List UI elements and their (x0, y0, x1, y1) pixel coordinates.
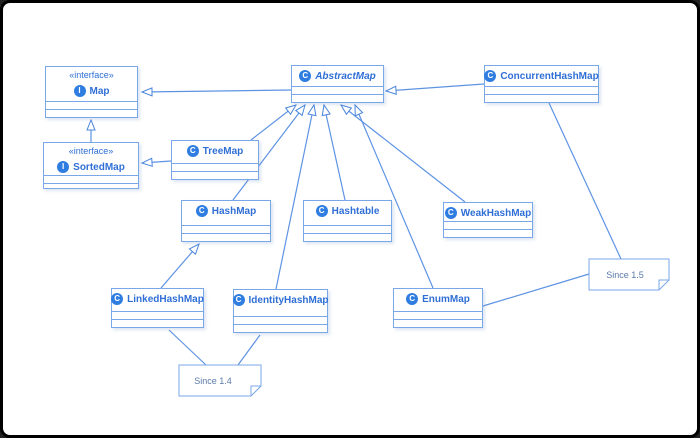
class-icon: C (232, 294, 245, 306)
class-icon: C (186, 145, 199, 157)
attributes-compartment (304, 225, 391, 233)
class-icon: C (444, 207, 457, 219)
class-icon: C (484, 70, 497, 82)
methods-compartment (172, 171, 258, 179)
class-box-hashtable: C Hashtable (303, 200, 392, 242)
note-since-15-text: Since 1.5 (606, 270, 644, 280)
methods-compartment (44, 183, 138, 191)
class-icon: C (406, 293, 419, 305)
attributes-compartment (292, 86, 383, 94)
attributes-compartment (112, 311, 203, 319)
stereotype-label: «interface» (68, 146, 114, 156)
class-name-treemap: TreeMap (202, 145, 244, 157)
methods-compartment (485, 94, 598, 102)
attributes-compartment (394, 311, 482, 319)
attributes-compartment (172, 163, 258, 171)
class-icon: C (315, 205, 328, 217)
class-name-concurrenthashmap: ConcurrentHashMap (500, 70, 599, 82)
class-box-linkedhashmap: C LinkedHashMap (111, 288, 204, 328)
class-name-hashmap: HashMap (211, 205, 257, 217)
edge-concurrenthashmap-to-note15 (548, 102, 622, 260)
note-since-14-text: Since 1.4 (194, 376, 232, 386)
attributes-compartment (444, 221, 532, 229)
edge-hashtable-to-abstractmap (324, 105, 346, 201)
class-box-hashmap: C HashMap (181, 200, 271, 242)
note-since-14: Since 1.4 (178, 364, 262, 397)
class-box-weakhashmap: C WeakHashMap (443, 202, 533, 238)
class-name-weakhashmap: WeakHashMap (460, 207, 532, 219)
edge-treemap-to-sortedmap (142, 161, 172, 163)
class-name-map: Map (89, 85, 110, 97)
edge-abstractmap-to-map (142, 90, 292, 92)
edge-note14-to-identityhashmap (237, 334, 261, 366)
methods-compartment (394, 319, 482, 327)
methods-compartment (112, 319, 203, 327)
attributes-compartment (485, 86, 598, 94)
interface-icon: I (57, 161, 70, 173)
class-box-sortedmap: «interface» I SortedMap (43, 142, 139, 189)
class-name-enummap: EnumMap (422, 293, 470, 305)
class-name-hashtable: Hashtable (331, 205, 380, 217)
interface-icon: I (73, 85, 86, 97)
class-icon: C (299, 70, 312, 82)
class-name-identityhashmap: IdentityHashMap (248, 294, 329, 306)
class-box-enummap: C EnumMap (393, 288, 483, 328)
class-box-map: «interface» I Map (45, 66, 138, 118)
class-icon: C (111, 293, 124, 305)
edge-linkedhashmap-to-hashmap (160, 244, 199, 289)
edge-note14-to-linkedhashmap (168, 329, 207, 366)
methods-compartment (304, 233, 391, 241)
edge-treemap-to-abstractmap (250, 105, 296, 141)
edge-identityhashmap-to-abstractmap (275, 105, 314, 290)
note-since-15: Since 1.5 (588, 258, 670, 291)
edge-weakhashmap-to-abstractmap (341, 105, 466, 203)
class-name-sortedmap: SortedMap (73, 161, 125, 173)
class-box-concurrenthashmap: C ConcurrentHashMap (484, 65, 599, 103)
diagram-edges-layer: Since 1.5 Since 1.4 (3, 83, 670, 397)
methods-compartment (182, 233, 270, 241)
methods-compartment (46, 109, 137, 117)
class-box-abstractmap: C AbstractMap (291, 65, 384, 103)
attributes-compartment (182, 225, 270, 233)
methods-compartment (292, 94, 383, 102)
attributes-compartment (46, 101, 137, 109)
edge-enummap-to-note15 (482, 273, 590, 307)
stereotype-label: «interface» (69, 70, 114, 80)
methods-compartment (234, 324, 327, 332)
class-box-treemap: C TreeMap (171, 140, 259, 180)
class-name-abstractmap: AbstractMap (315, 70, 376, 82)
edge-concurrenthashmap-to-abstractmap (386, 83, 485, 91)
class-box-identityhashmap: C IdentityHashMap (232, 289, 329, 333)
class-name-linkedhashmap: LinkedHashMap (127, 293, 204, 305)
attributes-compartment (44, 175, 138, 183)
edge-enummap-to-abstractmap (354, 105, 434, 289)
class-icon: C (195, 205, 208, 217)
methods-compartment (444, 229, 532, 237)
attributes-compartment (234, 316, 327, 324)
edge-hashmap-to-abstractmap (232, 105, 305, 201)
